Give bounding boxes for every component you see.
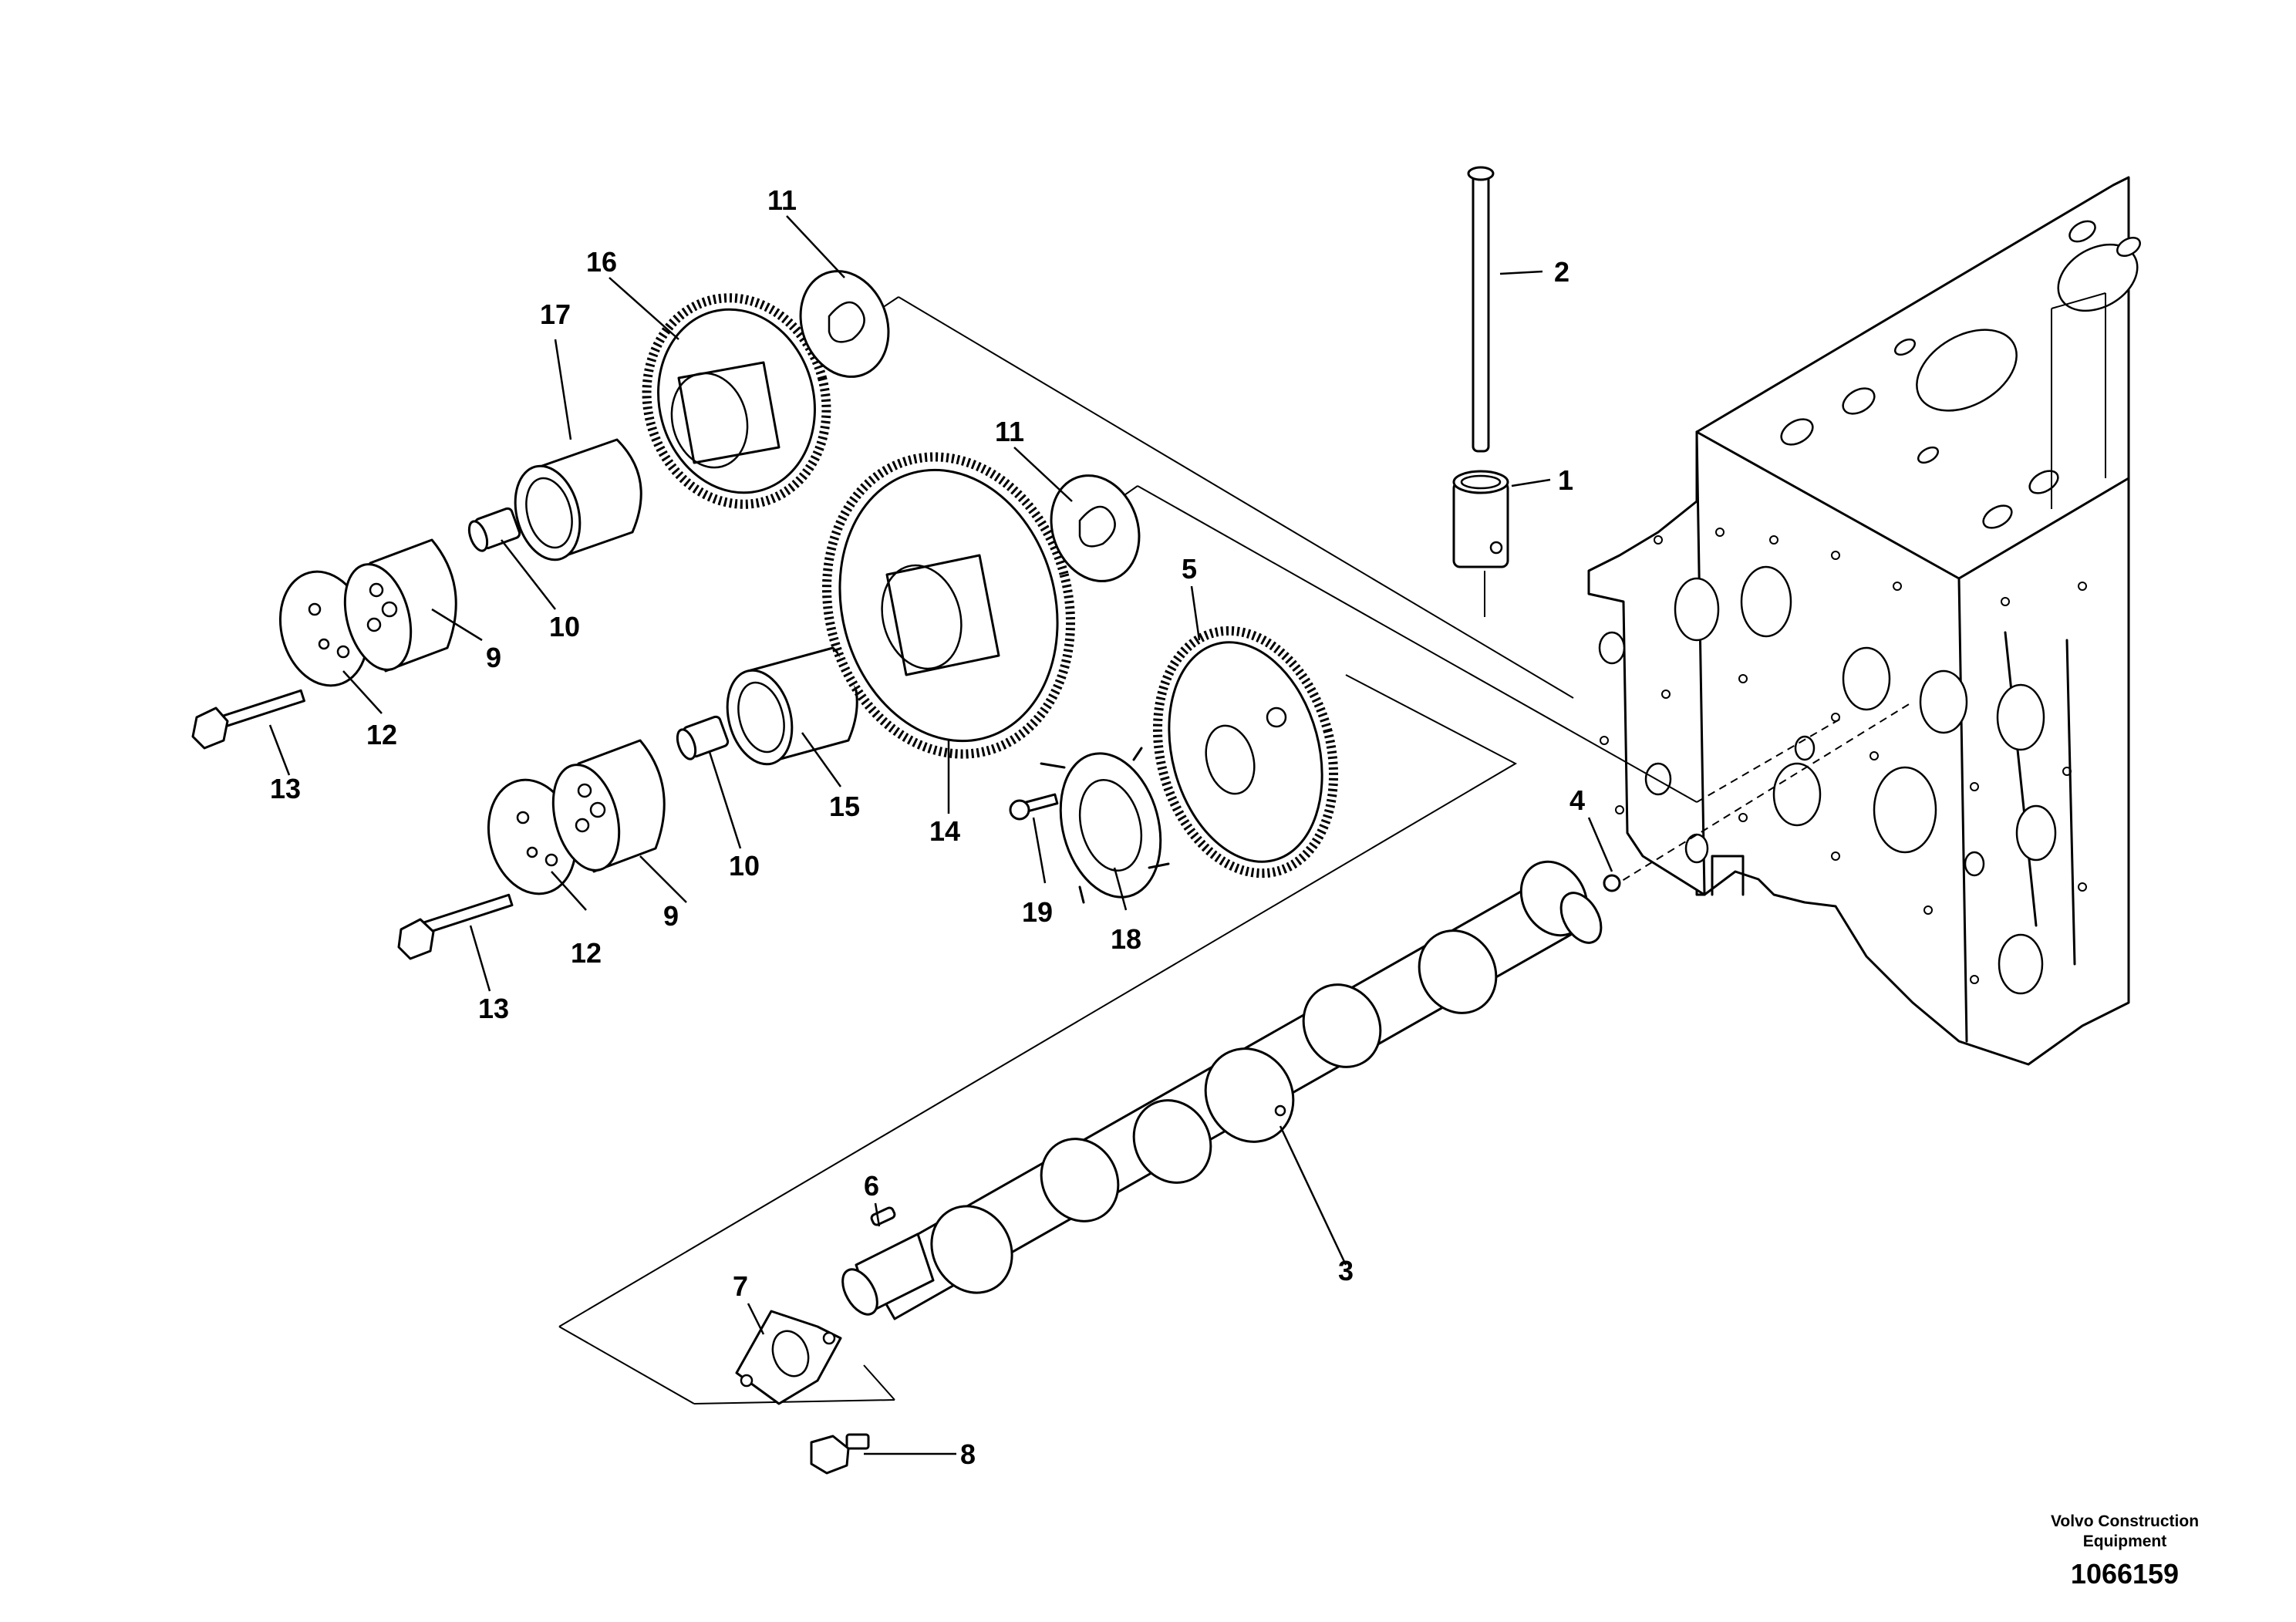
callout-2: 2 xyxy=(1554,256,1569,288)
camshaft xyxy=(841,860,1621,1320)
assembly-guide-lines xyxy=(558,292,2106,1404)
callout-leaders xyxy=(268,215,1613,1455)
callout-12-lower: 12 xyxy=(571,937,602,969)
callout-5: 5 xyxy=(1182,553,1197,585)
lower-idler-assembly xyxy=(397,452,1141,960)
callout-15: 15 xyxy=(829,791,860,822)
callout-9-upper: 9 xyxy=(486,642,501,673)
callout-10-lower: 10 xyxy=(729,850,760,882)
callout-11-upper: 11 xyxy=(767,184,797,216)
callout-13-upper: 13 xyxy=(270,773,301,804)
callout-11-lower: 11 xyxy=(995,416,1024,447)
upper-idler-assembly xyxy=(191,270,890,750)
callout-17: 17 xyxy=(540,298,571,330)
thrust-flange xyxy=(735,1310,842,1405)
maker-line-1: Volvo Construction xyxy=(2050,1512,2200,1530)
callout-8: 8 xyxy=(960,1438,976,1470)
callout-12-upper: 12 xyxy=(366,719,397,750)
callout-18: 18 xyxy=(1111,923,1141,955)
callout-19: 19 xyxy=(1022,896,1053,928)
callout-numbers: 2 1 4 3 5 6 7 8 9 9 10 10 11 11 12 12 13… xyxy=(270,184,1585,1470)
callout-4: 4 xyxy=(1569,784,1585,816)
callout-7: 7 xyxy=(733,1270,748,1302)
flange-bolt xyxy=(810,1433,870,1475)
callout-9-lower: 9 xyxy=(663,900,679,932)
pushrod xyxy=(1467,166,1495,453)
maker-line-2: Equipment xyxy=(2082,1533,2167,1550)
camshaft-gear-assembly xyxy=(1009,626,1339,904)
callout-6: 6 xyxy=(864,1170,879,1202)
callout-14: 14 xyxy=(929,815,960,847)
callout-16: 16 xyxy=(586,246,617,278)
drawing-credit: Volvo Construction Equipment 1066159 xyxy=(2009,1512,2240,1590)
callout-1: 1 xyxy=(1558,464,1573,496)
engine-block xyxy=(1587,176,2141,1066)
valve-tappet xyxy=(1452,470,1509,568)
callout-10-upper: 10 xyxy=(549,611,580,642)
drawing-number: 1066159 xyxy=(2070,1558,2180,1590)
callout-3: 3 xyxy=(1338,1255,1354,1286)
callout-13-lower: 13 xyxy=(478,993,509,1024)
